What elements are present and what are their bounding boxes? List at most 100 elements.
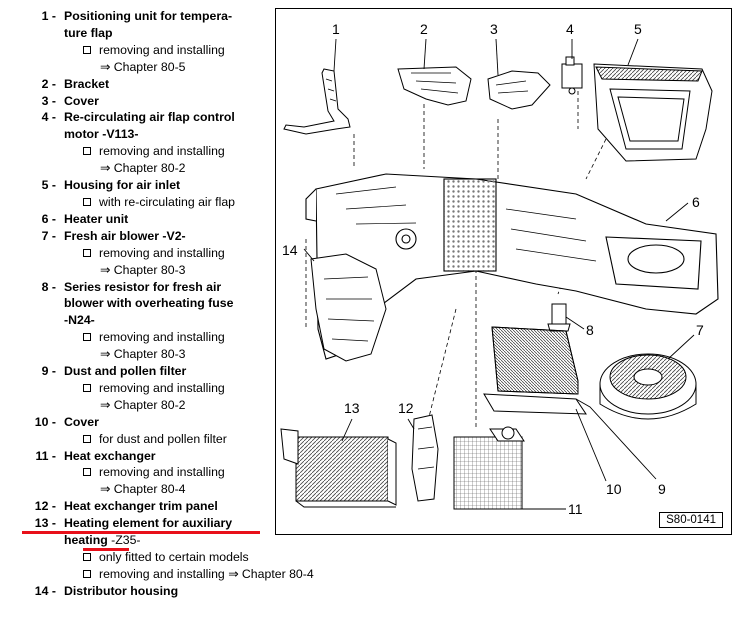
- legend-item-5: 5 - Housing for air inlet: [0, 177, 270, 194]
- legend-item-9: 9 - Dust and pollen filter: [0, 363, 270, 380]
- part-filter-cover: [483, 393, 587, 415]
- callout-9: 9: [658, 481, 666, 497]
- part-heating-element: [280, 428, 397, 508]
- chapter-ref: Chapter 80-3: [0, 346, 270, 363]
- item-number: 4 -: [41, 110, 56, 125]
- part-series-resistor: [547, 303, 571, 332]
- checkbox-bullet-icon: [83, 197, 91, 206]
- legend-item-11: 11 - Heat exchanger: [0, 448, 270, 465]
- item-number: 7 -: [41, 228, 56, 243]
- item-number: 14 -: [34, 583, 56, 598]
- legend-sub: removing and installing: [0, 143, 270, 160]
- part-recirculating-motor: [561, 56, 583, 95]
- chapter-ref: Chapter 80-3: [0, 262, 270, 279]
- callout-6: 6: [692, 194, 700, 210]
- part-trim-panel: [411, 414, 439, 502]
- figure-code: S80-0141: [659, 512, 723, 528]
- chapter-ref: Chapter 80-4: [225, 566, 314, 583]
- legend-sub: for dust and pollen filter: [0, 431, 270, 448]
- legend-sub: removing and installing: [0, 464, 270, 481]
- part-fresh-air-blower: [599, 353, 697, 420]
- chapter-ref: Chapter 80-2: [0, 160, 270, 177]
- legend-sub: removing and installing: [0, 245, 270, 262]
- callout-14: 14: [282, 242, 298, 258]
- chapter-ref: Chapter 80-4: [0, 481, 270, 498]
- legend-sub: with re-circulating air flap: [0, 194, 270, 211]
- parts-legend: 1 - Positioning unit for tempera-ture fl…: [0, 8, 314, 600]
- callout-13: 13: [344, 400, 360, 416]
- part-pollen-filter: [491, 326, 579, 395]
- item-title: Heat exchanger: [64, 448, 156, 463]
- part-positioning-unit: [283, 68, 351, 135]
- chapter-ref: Chapter 80-2: [0, 397, 270, 414]
- part-bracket: [397, 66, 472, 106]
- item-title: Positioning unit for tempera-ture flap: [64, 9, 233, 40]
- part-heat-exchanger: [453, 426, 525, 510]
- legend-sub: removing and installing: [0, 42, 270, 59]
- legend-item-1: 1 - Positioning unit for tempera-ture fl…: [0, 8, 270, 42]
- item-number: 10 -: [34, 414, 56, 429]
- callout-7: 7: [696, 322, 704, 338]
- item-number: 9 -: [41, 364, 56, 379]
- legend-sub: only fitted to certain models: [0, 549, 270, 566]
- legend-sub: removing and installing: [0, 329, 270, 346]
- leader-lines: [303, 38, 695, 510]
- checkbox-bullet-icon: [83, 569, 91, 578]
- item-number: 12 -: [34, 499, 56, 514]
- item-number: 6 -: [41, 211, 56, 226]
- callout-12: 12: [398, 400, 414, 416]
- checkbox-bullet-icon: [83, 553, 91, 561]
- callout-4: 4: [566, 21, 574, 37]
- checkbox-bullet-icon: [83, 147, 91, 156]
- callout-2: 2: [420, 21, 428, 37]
- diagram-drawing: 1 2 3 4 5 6 7 8 9 10 11 12 13 14: [280, 21, 719, 517]
- highlight-underline: [22, 531, 260, 534]
- checkbox-bullet-icon: [83, 468, 91, 477]
- part-distributor-housing: [310, 253, 387, 362]
- item-title: Bracket: [64, 76, 110, 91]
- item-number: 8 -: [41, 279, 56, 294]
- legend-item-2: 2 - Bracket: [0, 76, 270, 93]
- legend-sub: removing and installingChapter 80-4: [0, 566, 314, 583]
- checkbox-bullet-icon: [83, 434, 91, 443]
- highlight-underline: [83, 548, 129, 551]
- legend-item-10: 10 - Cover: [0, 414, 270, 431]
- exploded-diagram: 1 2 3 4 5 6 7 8 9 10 11 12 13 14 S80-014…: [275, 8, 732, 535]
- checkbox-bullet-icon: [83, 383, 91, 392]
- checkbox-bullet-icon: [83, 333, 91, 342]
- callout-11: 11: [568, 501, 583, 517]
- callout-labels: 1 2 3 4 5 6 7 8 9 10 11 12 13 14: [282, 21, 704, 517]
- part-air-inlet-housing: [593, 63, 713, 162]
- checkbox-bullet-icon: [83, 45, 91, 54]
- item-title: Cover: [64, 93, 99, 108]
- item-number: 2 -: [41, 76, 56, 91]
- item-number: 5 -: [41, 178, 56, 193]
- legend-item-12: 12 - Heat exchanger trim panel: [0, 498, 270, 515]
- item-title: Heat exchanger trim panel: [64, 499, 218, 514]
- callout-10: 10: [606, 481, 622, 497]
- item-number: 11 -: [35, 448, 56, 463]
- callout-3: 3: [490, 21, 498, 37]
- part-heater-unit: [305, 173, 719, 360]
- callout-8: 8: [586, 322, 594, 338]
- item-title: Dust and pollen filter: [64, 364, 187, 379]
- item-title: Housing for air inlet: [64, 178, 181, 193]
- item-title: Heater unit: [64, 211, 129, 226]
- item-title: Distributor housing: [64, 583, 179, 598]
- item-number: 3 -: [41, 93, 56, 108]
- callout-1: 1: [332, 21, 340, 37]
- legend-item-6: 6 - Heater unit: [0, 211, 270, 228]
- item-title: Cover: [64, 414, 99, 429]
- legend-sub: removing and installing: [0, 380, 270, 397]
- chapter-ref: Chapter 80-5: [0, 59, 270, 76]
- item-title: Fresh air blower -V2-: [64, 228, 186, 243]
- legend-item-14: 14 - Distributor housing: [0, 583, 270, 600]
- item-number: 1 -: [41, 9, 56, 23]
- legend-item-3: 3 - Cover: [0, 93, 270, 110]
